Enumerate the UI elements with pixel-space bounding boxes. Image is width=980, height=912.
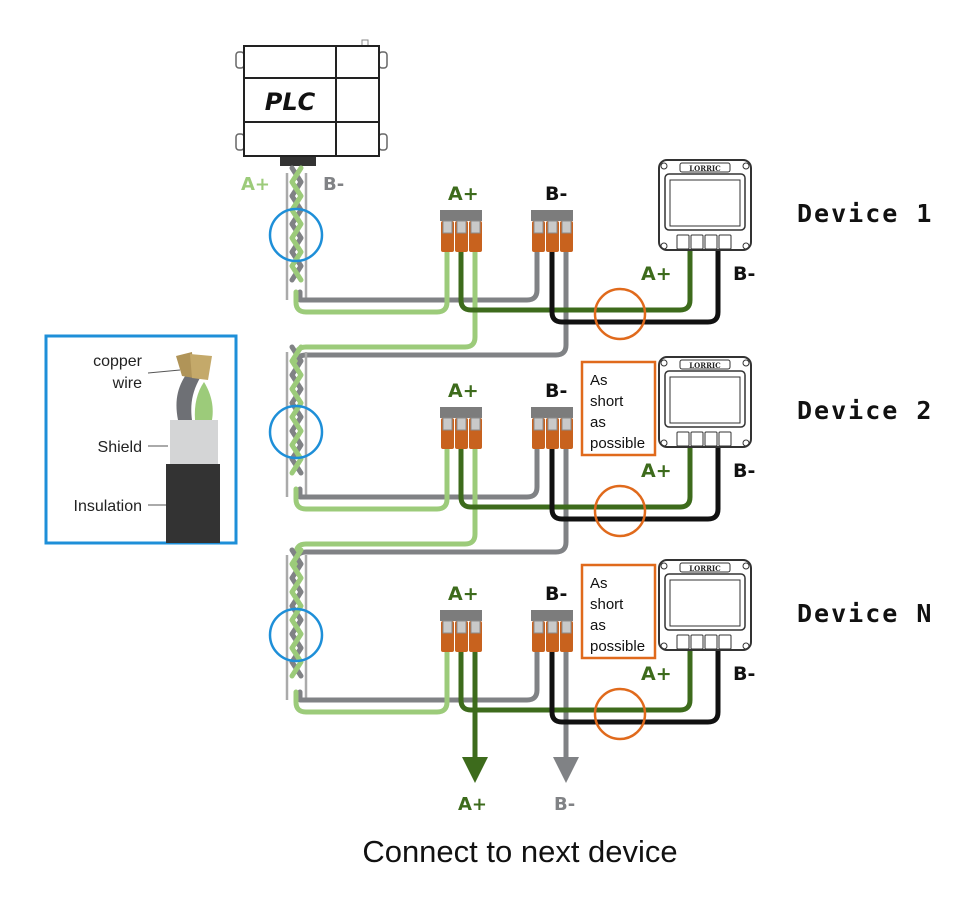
plc-b-label: B- xyxy=(323,174,344,195)
terminal-b-label: B- xyxy=(545,380,567,402)
device-button-icon xyxy=(676,634,690,650)
device-a-label: A+ xyxy=(641,663,672,685)
lorric-device: LORRIC xyxy=(658,356,752,448)
device-section-1: LORRIC A+ B- A+ B- Device 1 xyxy=(268,159,933,373)
shield-highlight-circle xyxy=(268,607,324,663)
short-note-line: as xyxy=(590,617,606,634)
b-in-wire xyxy=(297,444,540,500)
terminal-block-b xyxy=(531,407,573,449)
next-device-arrows xyxy=(462,757,579,783)
short-note-box xyxy=(580,563,657,660)
device-logo: LORRIC xyxy=(689,564,721,573)
twisted-a-wire xyxy=(289,547,304,679)
device-b-label: B- xyxy=(733,460,755,482)
device-name: Device 2 xyxy=(797,396,933,425)
b-in-wire xyxy=(297,647,540,703)
device-button-icon xyxy=(704,234,718,250)
short-note-line: short xyxy=(590,596,624,613)
short-note-line: possible xyxy=(590,638,645,655)
terminal-block-b xyxy=(531,210,573,252)
cable-legend: copper wire Shield Insulation xyxy=(44,334,238,545)
a-out-wire xyxy=(293,444,478,568)
lorric-device: LORRIC xyxy=(658,159,752,251)
shield-highlight-circle xyxy=(268,207,324,263)
a-device-wire xyxy=(458,247,693,313)
device-button-icon xyxy=(704,431,718,447)
device-button-icon xyxy=(718,234,732,250)
device-button-icon xyxy=(676,431,690,447)
legend-copper-line2: wire xyxy=(112,375,142,392)
short-wire-circle xyxy=(593,484,647,538)
twisted-a-wire xyxy=(289,344,304,476)
a-device-wire xyxy=(458,647,693,713)
short-note-line: as xyxy=(590,414,606,431)
legend-insulation: Insulation xyxy=(74,498,143,515)
device-button-icon xyxy=(690,431,704,447)
device-logo: LORRIC xyxy=(689,361,721,370)
arrow-a-icon xyxy=(462,757,488,783)
terminal-b-label: B- xyxy=(545,183,567,205)
lorric-device: LORRIC xyxy=(658,559,752,651)
device-button-icon xyxy=(718,634,732,650)
device-button-icon xyxy=(690,234,704,250)
device-name: Device 1 xyxy=(797,199,933,228)
plc-unit: PLC xyxy=(235,39,388,166)
device-button-icon xyxy=(704,634,718,650)
device-section-3: LORRIC A+ B- A+ B- Device N As short as possible xyxy=(268,547,933,761)
b-device-wire xyxy=(549,247,721,325)
terminal-a-label: A+ xyxy=(448,183,479,205)
next-a-label: A+ xyxy=(458,794,487,815)
terminal-a-label: A+ xyxy=(448,583,479,605)
b-in-wire xyxy=(297,247,540,303)
device-section-2: LORRIC A+ B- A+ B- Device 2 As short as possible xyxy=(268,344,933,570)
shield-highlight-circle xyxy=(268,404,324,460)
device-name: Device N xyxy=(797,599,933,628)
device-b-label: B- xyxy=(733,663,755,685)
device-logo: LORRIC xyxy=(689,164,721,173)
legend-copper-line1: copper xyxy=(93,353,143,370)
next-b-label: B- xyxy=(554,794,575,815)
device-button-icon xyxy=(718,431,732,447)
device-button-icon xyxy=(676,234,690,250)
a-in-wire xyxy=(293,444,450,512)
device-a-label: A+ xyxy=(641,263,672,285)
arrow-b-icon xyxy=(553,757,579,783)
plc-a-label: A+ xyxy=(241,174,270,195)
device-a-label: A+ xyxy=(641,460,672,482)
short-wire-circle xyxy=(593,287,647,341)
device-b-label: B- xyxy=(733,263,755,285)
terminal-block-a xyxy=(440,610,482,652)
terminal-a-label: A+ xyxy=(448,380,479,402)
short-wire-circle xyxy=(593,687,647,741)
short-note-line: possible xyxy=(590,435,645,452)
terminal-block-a xyxy=(440,407,482,449)
footer-caption: Connect to next device xyxy=(362,834,677,869)
plc-label: PLC xyxy=(265,88,316,116)
short-note-box xyxy=(580,360,657,457)
short-note-line: As xyxy=(590,372,608,389)
short-note-line: As xyxy=(590,575,608,592)
a-device-wire xyxy=(458,444,693,510)
terminal-block-a xyxy=(440,210,482,252)
device-button-icon xyxy=(690,634,704,650)
b-device-wire xyxy=(549,647,721,725)
legend-shield: Shield xyxy=(98,439,142,456)
terminal-block-b xyxy=(531,610,573,652)
a-in-wire xyxy=(293,247,450,315)
b-device-wire xyxy=(549,444,721,522)
short-note-line: short xyxy=(590,393,624,410)
a-in-wire xyxy=(293,647,450,715)
terminal-b-label: B- xyxy=(545,583,567,605)
